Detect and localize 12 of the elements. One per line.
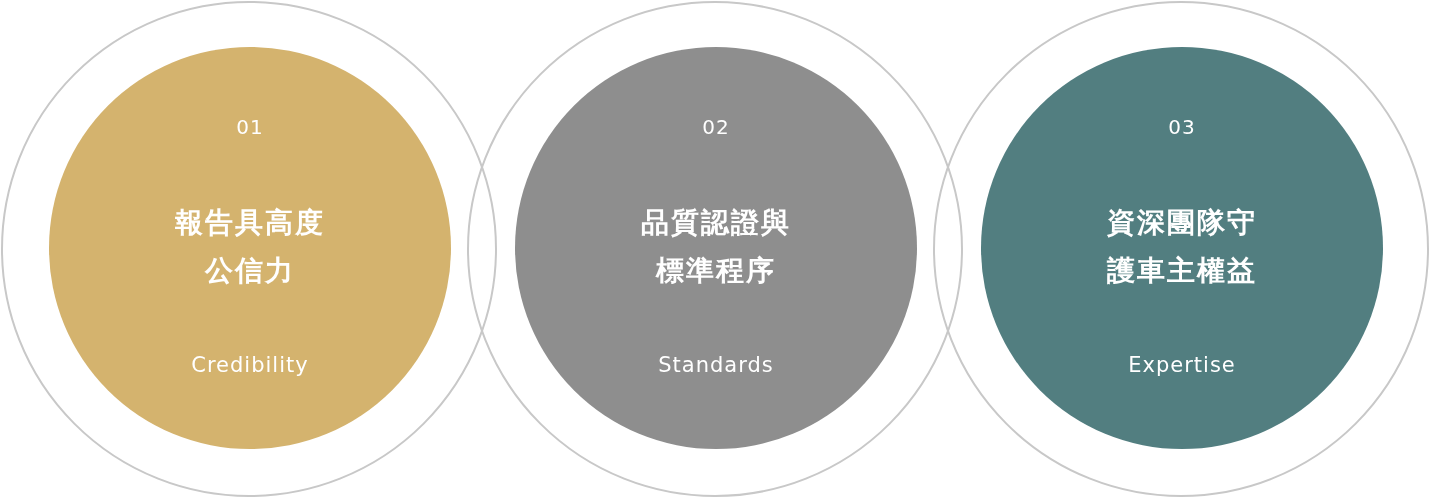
ring-circle xyxy=(1,1,497,497)
circle-subtitle: Expertise xyxy=(1128,353,1236,377)
ring-circle xyxy=(933,1,1429,497)
circle-title: 報告具高度公信力 xyxy=(174,205,326,289)
circle-title: 資深團隊守護車主權益 xyxy=(1106,205,1258,289)
step-number: 02 xyxy=(702,115,730,139)
circle-title: 品質認證與標準程序 xyxy=(640,205,792,289)
circle-subtitle: Standards xyxy=(658,353,774,377)
step-number: 01 xyxy=(236,115,264,139)
step-number: 03 xyxy=(1168,115,1196,139)
ring-circle xyxy=(467,1,963,497)
circle-subtitle: Credibility xyxy=(191,353,309,377)
